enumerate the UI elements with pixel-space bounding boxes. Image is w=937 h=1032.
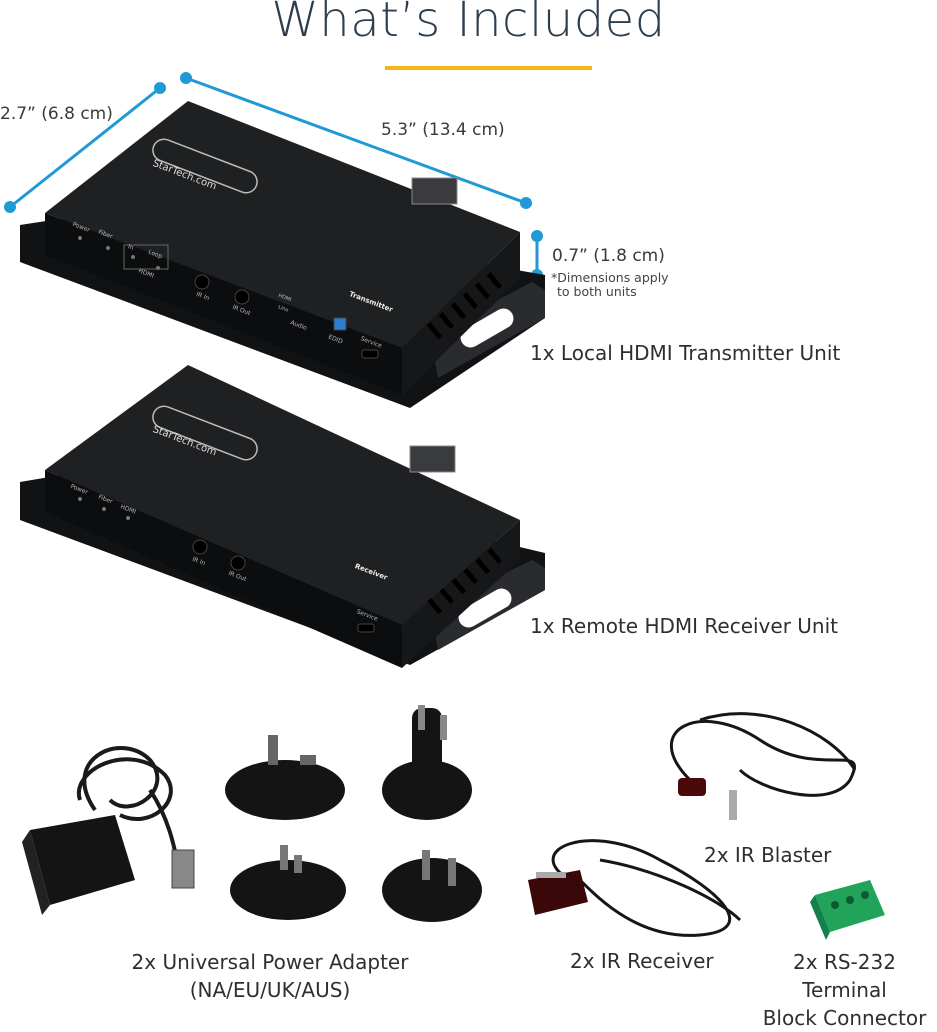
title-underline (385, 66, 592, 70)
power-adapter-caption-line1: 2x Universal Power Adapter (131, 950, 409, 974)
height-dimension-label: 0.7” (1.8 cm) (552, 246, 665, 266)
receiver-caption: 1x Remote HDMI Receiver Unit (530, 614, 838, 638)
width-dimension-label: 5.3” (13.4 cm) (381, 120, 505, 140)
ir-blaster-caption: 2x IR Blaster (704, 843, 832, 867)
power-adapter-image (22, 705, 482, 922)
dimension-note-line2: to both units (557, 284, 637, 299)
page-title: What’s Included (271, 0, 666, 48)
terminal-block-caption: 2x RS-232 Terminal Block Connector (752, 948, 937, 1032)
ir-receiver-caption: 2x IR Receiver (570, 949, 714, 973)
dimension-note-line1: *Dimensions apply (551, 270, 669, 285)
ir-receiver-image (528, 839, 742, 937)
terminal-block-image (810, 880, 885, 940)
terminal-block-caption-line2: Block Connector (762, 1006, 927, 1030)
depth-dimension-line (9, 86, 161, 209)
ir-blaster-image (669, 712, 857, 820)
receiver-unit-image (20, 365, 545, 668)
power-adapter-caption: 2x Universal Power Adapter (NA/EU/UK/AUS… (120, 948, 420, 1004)
power-adapter-caption-line2: (NA/EU/UK/AUS) (189, 978, 351, 1002)
width-dimension-line (185, 76, 527, 205)
dimension-lines (4, 72, 543, 281)
transmitter-unit-image (20, 101, 545, 408)
transmitter-caption: 1x Local HDMI Transmitter Unit (530, 341, 841, 365)
terminal-block-caption-line1: 2x RS-232 Terminal (793, 950, 896, 1002)
depth-dimension-label: 2.7” (6.8 cm) (0, 104, 113, 124)
